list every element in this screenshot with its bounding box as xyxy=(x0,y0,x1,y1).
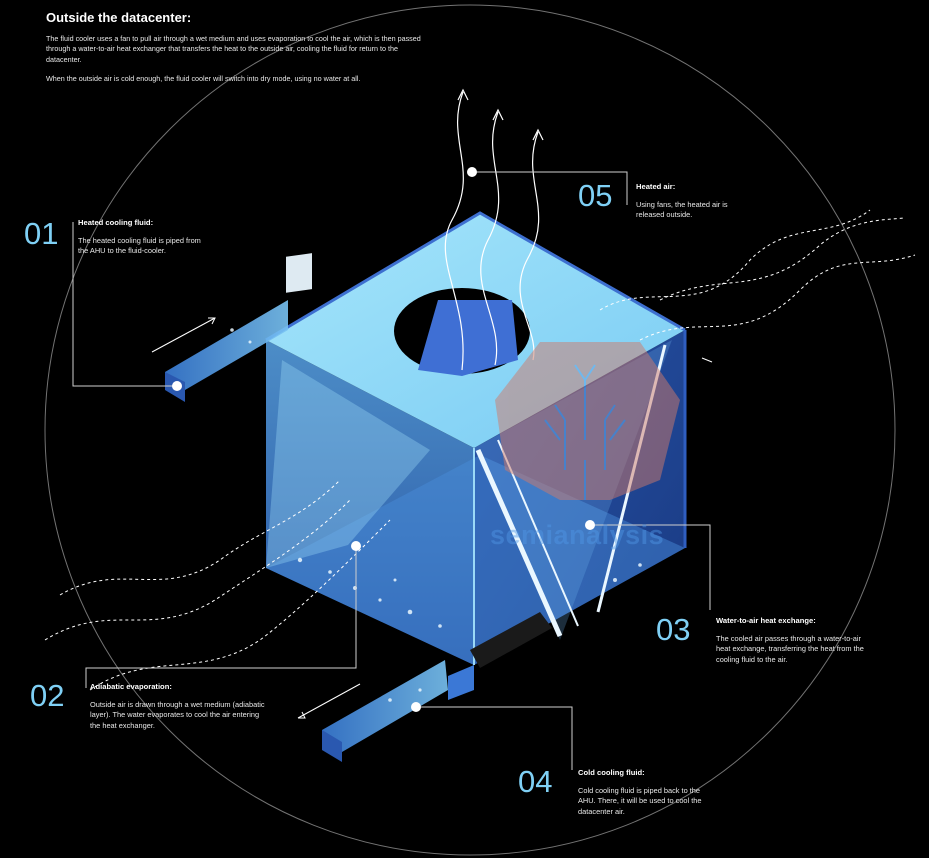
step-number-03: 03 xyxy=(656,612,691,647)
pipe-out xyxy=(322,660,474,762)
step-number-05: 05 xyxy=(578,178,613,213)
leader-lines xyxy=(72,171,711,770)
heat-exchanger-funnel xyxy=(266,360,430,568)
callout-heated-air: Heated air: Using fans, the heated air i… xyxy=(636,182,736,221)
cube-left-face xyxy=(266,340,474,665)
callout-heading: Adiabatic evaporation: xyxy=(90,682,172,691)
intro-paragraph: The fluid cooler uses a fan to pull air … xyxy=(46,34,421,64)
watermark-text: semianalysis xyxy=(490,520,665,550)
callout-cold-cooling-fluid: Cold cooling fluid: Cold cooling fluid i… xyxy=(578,768,708,817)
step-number-02: 02 xyxy=(30,678,65,713)
callout-heading: Heated air: xyxy=(636,182,676,191)
callout-text: The heated cooling fluid is piped from t… xyxy=(78,235,201,256)
watermark-logo xyxy=(495,342,680,500)
intro-text: The fluid cooler uses a fan to pull air … xyxy=(46,34,426,94)
step-number-04: 04 xyxy=(518,764,553,799)
callout-text: The cooled air passes through a water-to… xyxy=(716,633,864,664)
callout-text: Outside air is drawn through a wet mediu… xyxy=(90,699,265,730)
callout-heading: Cold cooling fluid: xyxy=(578,768,645,777)
pipe-in xyxy=(165,253,312,402)
callout-text: Using fans, the heated air is released o… xyxy=(636,199,728,220)
callout-text: Cold cooling fluid is piped back to the … xyxy=(578,785,702,816)
intro-paragraph: When the outside air is cold enough, the… xyxy=(46,74,361,84)
guide-circle xyxy=(44,4,896,856)
outside-air-arrows xyxy=(44,209,916,691)
callout-water-to-air-heat-exchange: Water-to-air heat exchange: The cooled a… xyxy=(716,616,876,665)
step-number-01: 01 xyxy=(24,216,59,251)
callout-heated-cooling-fluid: Heated cooling fluid: The heated cooling… xyxy=(78,218,208,257)
heated-air-arrows xyxy=(444,88,544,371)
cube-edge xyxy=(265,211,686,342)
callout-heading: Water-to-air heat exchange: xyxy=(716,616,816,625)
page-title: Outside the datacenter: xyxy=(46,10,192,25)
callout-adiabatic-evaporation: Adiabatic evaporation: Outside air is dr… xyxy=(90,682,265,731)
adiabatic-layer xyxy=(266,455,685,665)
callout-heading: Heated cooling fluid: xyxy=(78,218,154,227)
